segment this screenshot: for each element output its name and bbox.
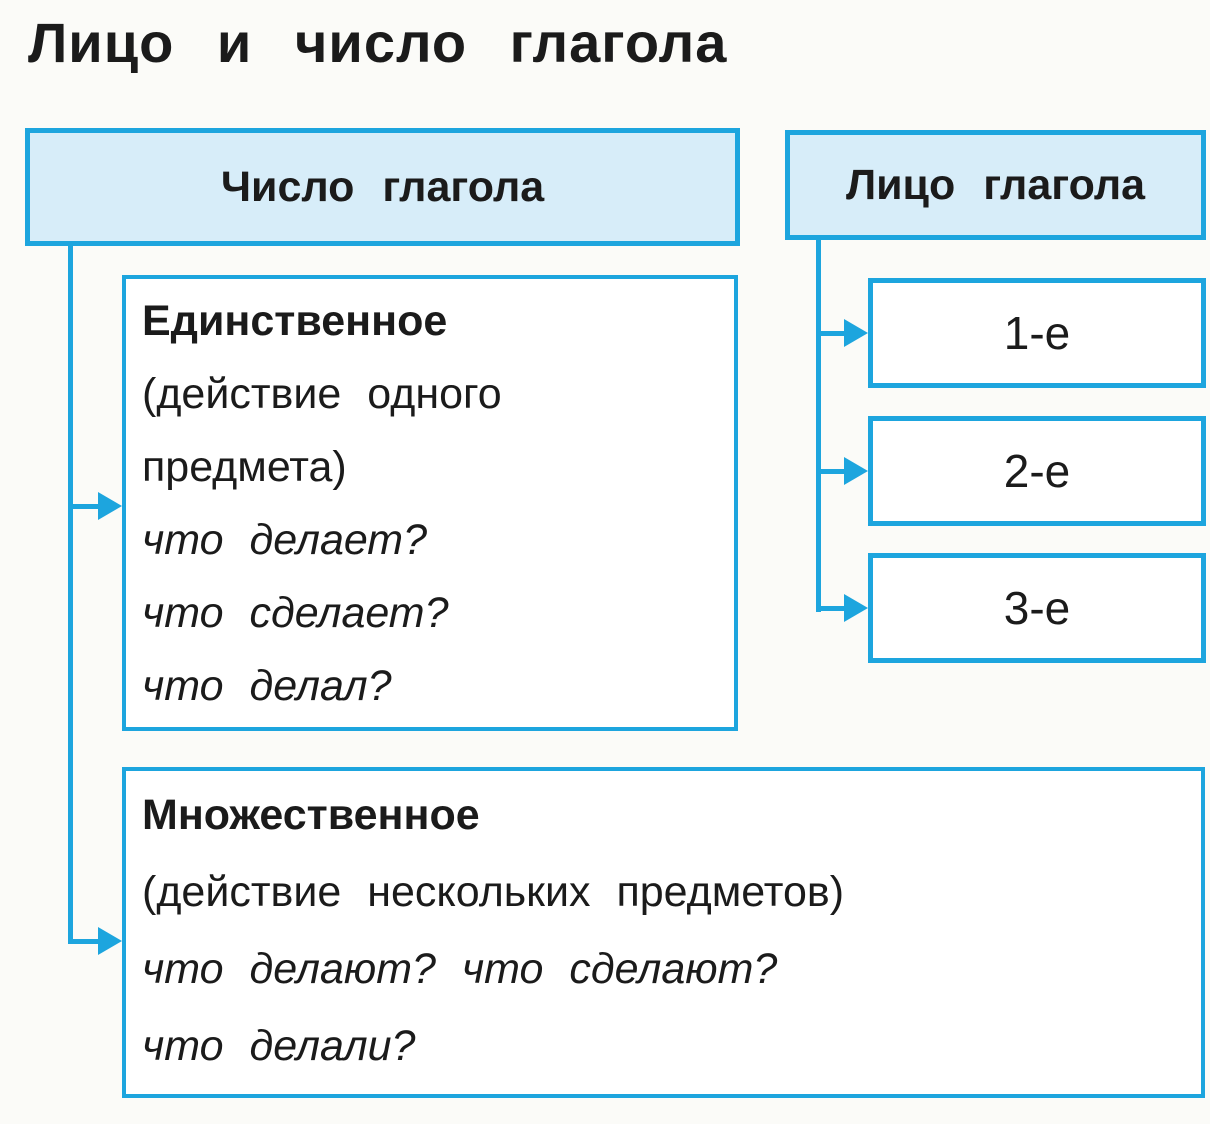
- connector-person-vertical-line: [816, 238, 821, 612]
- singular-question-3: что делал?: [142, 662, 392, 710]
- header-person-of-verb: Лицо глагола: [785, 130, 1206, 240]
- connector-number-vertical-line: [68, 244, 73, 944]
- connector-singular-horizontal-line: [70, 504, 100, 509]
- singular-description-line-1: (действие одного: [142, 370, 502, 418]
- header-number-label: Число глагола: [220, 162, 545, 211]
- arrow-to-plural-icon: [98, 927, 122, 955]
- connector-plural-horizontal-line: [70, 939, 100, 944]
- person-box-3: 3-е: [868, 553, 1206, 663]
- arrow-to-singular-icon: [98, 492, 122, 520]
- singular-title: Единственное: [142, 297, 448, 345]
- plural-question-2: что делали?: [142, 1022, 416, 1070]
- singular-question-1: что делает?: [142, 516, 428, 564]
- plural-title: Множественное: [142, 791, 480, 839]
- header-number-of-verb: Число глагола: [25, 128, 740, 246]
- person-box-2: 2-е: [868, 416, 1206, 526]
- connector-person1-horizontal-line: [818, 331, 846, 336]
- arrow-to-person2-icon: [844, 457, 868, 485]
- page-title: Лицо и число глагола: [28, 11, 728, 74]
- singular-box: Единственное (действие одного предмета) …: [122, 275, 738, 731]
- connector-person2-horizontal-line: [818, 469, 846, 474]
- plural-question-1: что делают? что сделают?: [142, 945, 778, 993]
- person-2-label: 2-е: [1003, 445, 1071, 497]
- plural-description: (действие нескольких предметов): [142, 868, 845, 916]
- header-person-label: Лицо глагола: [845, 160, 1146, 209]
- plural-box: Множественное (действие нескольких предм…: [122, 767, 1205, 1098]
- arrow-to-person3-icon: [844, 594, 868, 622]
- person-box-1: 1-е: [868, 278, 1206, 388]
- singular-question-2: что сделает?: [142, 589, 449, 637]
- person-3-label: 3-е: [1003, 582, 1071, 634]
- person-1-label: 1-е: [1003, 307, 1071, 359]
- arrow-to-person1-icon: [844, 319, 868, 347]
- singular-description-line-2: предмета): [142, 443, 347, 491]
- connector-person3-horizontal-line: [818, 606, 846, 611]
